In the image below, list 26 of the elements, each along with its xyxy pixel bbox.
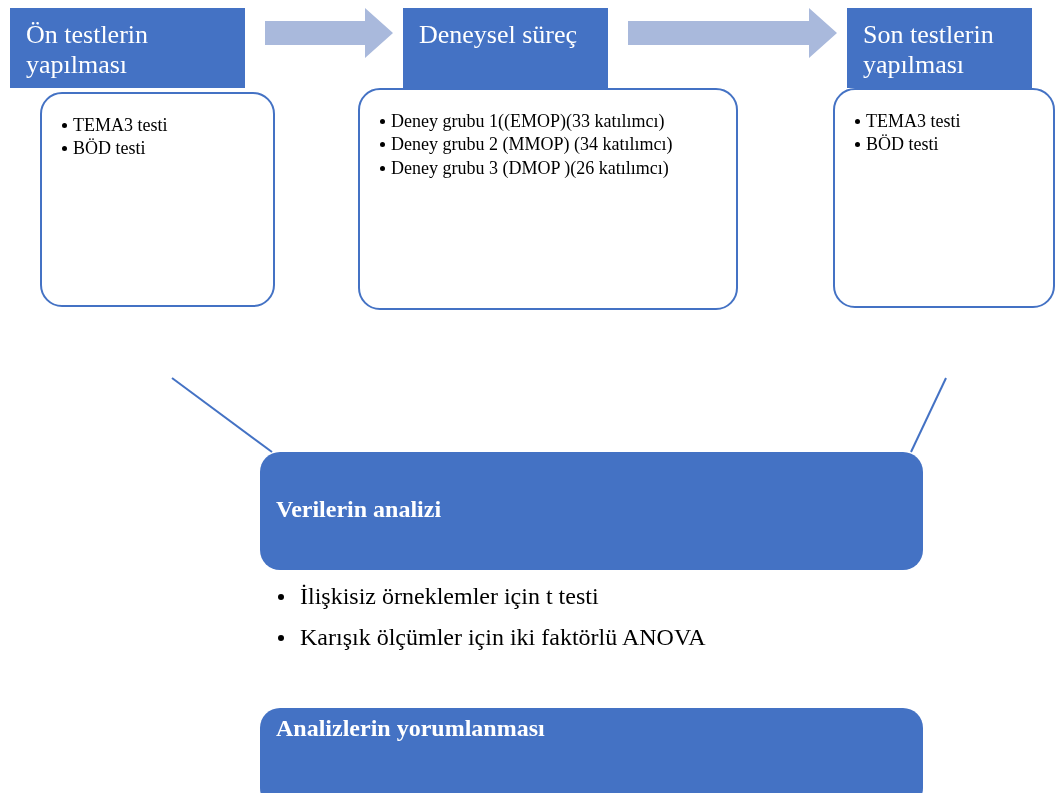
step-header-box <box>403 8 608 88</box>
bullet-list-box <box>358 88 738 310</box>
analysis-box <box>260 708 923 793</box>
block-arrow <box>628 8 837 58</box>
connector-line <box>171 377 273 453</box>
connector-line <box>910 377 947 453</box>
analysis-box <box>260 452 923 570</box>
step-title: Deneysel süreç <box>419 20 579 50</box>
analysis-title: Verilerin analizi <box>276 495 443 524</box>
bullet-item: TEMA3 testi <box>866 110 961 133</box>
block-arrow <box>265 8 393 58</box>
bullet-item: İlişkisiz örneklemler için t testi <box>300 582 599 611</box>
bullet-item: Deney grubu 2 (MMOP) (34 katılımcı) <box>391 133 673 157</box>
step-title: Ön testlerin yapılması <box>26 20 150 80</box>
bullet-list-box <box>833 88 1055 308</box>
step-header-box <box>10 8 245 88</box>
bullet-list-box <box>40 92 275 307</box>
bullet-item: BÖD testi <box>866 133 939 157</box>
bullet-item: Deney grubu 3 (DMOP )(26 katılımcı) <box>391 156 669 180</box>
bullet-item: BÖD testi <box>73 137 146 161</box>
bullet-item: Deney grubu 1((EMOP)(33 katılımcı) <box>391 110 665 133</box>
bullet-item: TEMA3 testi <box>73 114 168 137</box>
step-header-box <box>847 8 1032 88</box>
analysis-title: Analizlerin yorumlanması <box>276 714 546 743</box>
bullet-item: Karışık ölçümler için iki faktörlü ANOVA <box>300 623 706 652</box>
step-title: Son testlerin yapılması <box>863 20 995 80</box>
